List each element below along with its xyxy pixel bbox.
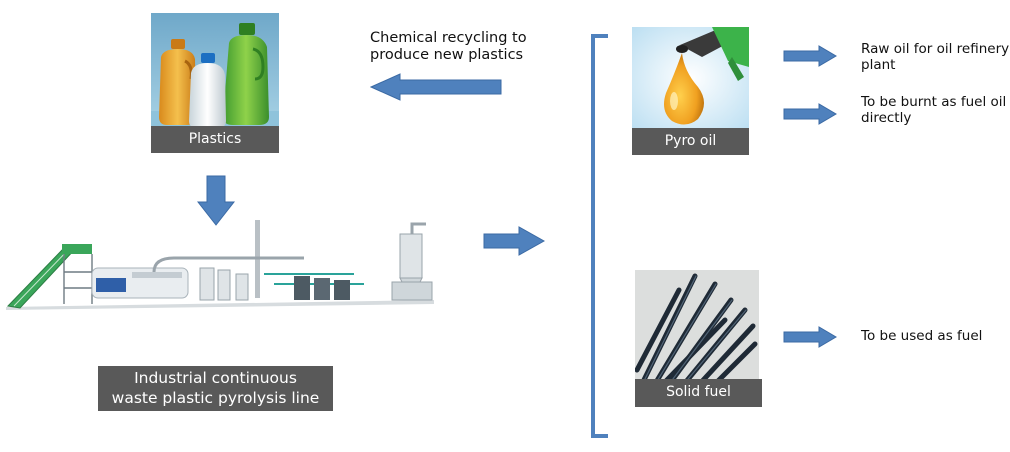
pyrolysis-plant-image bbox=[4, 212, 438, 312]
bracket bbox=[588, 34, 612, 440]
pyro-oil-image bbox=[632, 27, 749, 130]
pyrolysis-line-label: Industrial continuous waste plastic pyro… bbox=[98, 366, 333, 411]
raw-oil-arrow-icon bbox=[783, 45, 837, 67]
pyrolysis-line-label-line1: Industrial continuous bbox=[134, 369, 297, 388]
down-arrow-icon bbox=[197, 175, 235, 227]
solid-fuel-label: Solid fuel bbox=[635, 379, 762, 407]
fuel-oil-text-line2: directly bbox=[861, 110, 912, 127]
left-arrow-icon bbox=[370, 73, 502, 101]
fuel-oil-arrow-icon bbox=[783, 103, 837, 125]
recycling-annotation-line1: Chemical recycling to bbox=[370, 30, 527, 46]
solid-fuel-arrow-icon bbox=[783, 326, 837, 348]
fuel-oil-text: To be burnt as fuel oil directly bbox=[861, 94, 1006, 126]
plastics-image bbox=[151, 13, 279, 130]
solid-fuel-use-text: To be used as fuel bbox=[861, 328, 983, 344]
recycling-annotation: Chemical recycling to produce new plasti… bbox=[370, 30, 527, 65]
pyrolysis-line-label-line2: waste plastic pyrolysis line bbox=[111, 388, 320, 407]
fuel-oil-text-line1: To be burnt as fuel oil bbox=[861, 94, 1007, 110]
raw-oil-text-line1: Raw oil for oil refinery bbox=[861, 41, 1010, 57]
right-arrow-icon bbox=[483, 226, 545, 256]
raw-oil-text-line2: plant bbox=[861, 57, 896, 74]
plastics-label: Plastics bbox=[151, 126, 279, 153]
recycling-annotation-line2: produce new plastics bbox=[370, 47, 524, 64]
raw-oil-text: Raw oil for oil refinery plant bbox=[861, 41, 1009, 73]
pyro-oil-label: Pyro oil bbox=[632, 128, 749, 155]
